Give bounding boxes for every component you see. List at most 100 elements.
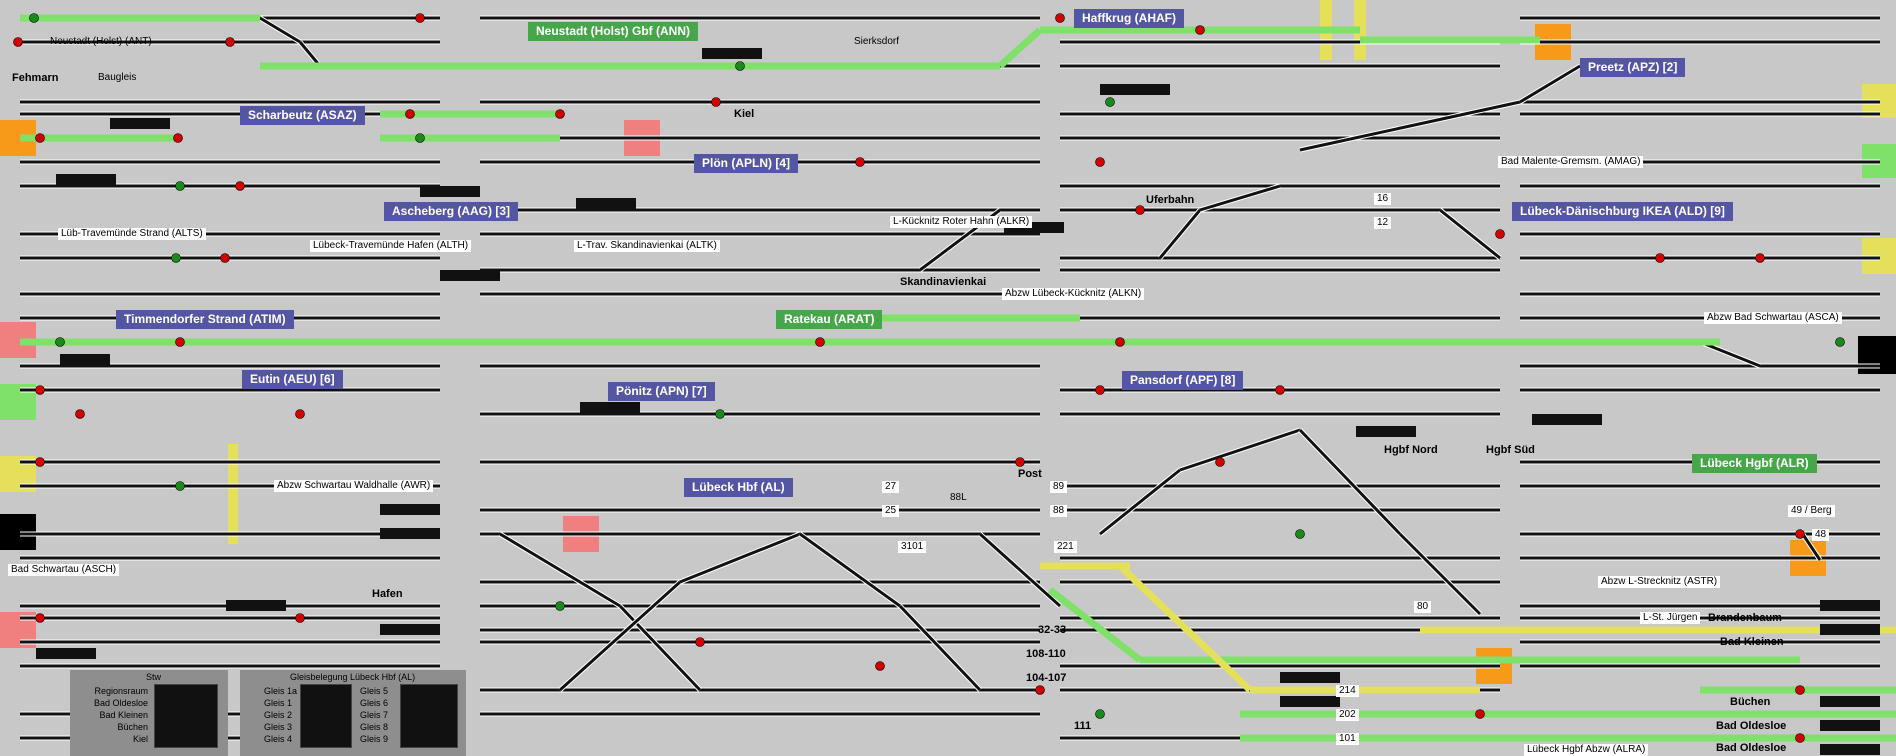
signal-light[interactable] xyxy=(1095,709,1105,719)
track-segment xyxy=(499,532,621,608)
track-segment xyxy=(898,604,982,692)
signal-light[interactable] xyxy=(55,337,65,347)
station-eutin: Eutin (AEU) [6] xyxy=(242,370,343,389)
signal-light[interactable] xyxy=(1055,13,1065,23)
train-number-display xyxy=(420,186,480,197)
signal-light[interactable] xyxy=(35,613,45,623)
signal-light[interactable] xyxy=(175,181,185,191)
stw-panel: Stw Regionsraum Bad Oldesloe Bad Kleinen… xyxy=(70,670,228,756)
label-neustadt-ant: Neustadt (Holst) (ANT) xyxy=(50,36,152,47)
label-track-111: 111 xyxy=(1074,720,1092,732)
signal-light[interactable] xyxy=(235,181,245,191)
signal-light[interactable] xyxy=(555,601,565,611)
signal-light[interactable] xyxy=(220,253,230,263)
signal-light[interactable] xyxy=(695,637,705,647)
gleisbelegung-panel: Gleisbelegung Lübeck Hbf (AL) Gleis 1a G… xyxy=(240,670,466,756)
signal-light[interactable] xyxy=(29,13,39,23)
signal-light[interactable] xyxy=(35,385,45,395)
gleis-row: Gleis 6 xyxy=(360,698,389,708)
station-preetz: Preetz (APZ) [2] xyxy=(1580,58,1686,77)
signal-light[interactable] xyxy=(1835,337,1845,347)
signal-light[interactable] xyxy=(855,157,865,167)
train-number-display xyxy=(380,624,440,635)
signal-light[interactable] xyxy=(35,133,45,143)
label-kiel: Kiel xyxy=(734,108,755,120)
track-number-49-berg: 49 / Berg xyxy=(1788,505,1835,517)
signal-light[interactable] xyxy=(715,409,725,419)
signal-light[interactable] xyxy=(1295,529,1305,539)
stw-panel-title: Stw xyxy=(146,672,162,682)
station-pansdorf: Pansdorf (APF) [8] xyxy=(1122,371,1244,390)
track-segment xyxy=(298,41,322,67)
label-post: Post xyxy=(1018,468,1042,480)
gleis-row: Gleis 4 xyxy=(264,734,293,744)
signal-light[interactable] xyxy=(1655,253,1665,263)
signal-light[interactable] xyxy=(1105,97,1115,107)
train-number-display xyxy=(1532,414,1602,425)
signal-light[interactable] xyxy=(1095,157,1105,167)
signal-light[interactable] xyxy=(1495,229,1505,239)
yellow-zone xyxy=(228,444,238,544)
signal-light[interactable] xyxy=(1795,529,1805,539)
train-number-display xyxy=(1820,720,1880,731)
signal-light[interactable] xyxy=(1095,385,1105,395)
signal-light[interactable] xyxy=(1135,205,1145,215)
train-number-display xyxy=(576,198,636,209)
label-bad-oldesloe: Bad Oldesloe xyxy=(1716,720,1787,732)
track-segment xyxy=(1099,468,1181,536)
signal-light[interactable] xyxy=(415,13,425,23)
gleis-display-left xyxy=(300,684,352,748)
stw-row: Kiel xyxy=(132,734,148,744)
label-uferbahn: Uferbahn xyxy=(1146,194,1195,206)
station-scharbeutz: Scharbeutz (ASAZ) xyxy=(240,106,365,125)
signal-light[interactable] xyxy=(1475,709,1485,719)
signal-light[interactable] xyxy=(1275,385,1285,395)
signal-light[interactable] xyxy=(1755,253,1765,263)
label-sierksdorf: Sierksdorf xyxy=(854,36,900,47)
signal-light[interactable] xyxy=(173,133,183,143)
label-abzw-kuecknitz: Abzw Lübeck-Kücknitz (ALKN) xyxy=(1002,288,1145,300)
signal-light[interactable] xyxy=(1195,25,1205,35)
signal-light[interactable] xyxy=(175,481,185,491)
track-number-3101: 3101 xyxy=(898,541,927,553)
label-travemuende-hafen: Lübeck-Travemünde Hafen (ALTH) xyxy=(310,240,472,252)
signal-light[interactable] xyxy=(1795,733,1805,743)
signal-light[interactable] xyxy=(735,61,745,71)
signal-light[interactable] xyxy=(171,253,181,263)
signal-light[interactable] xyxy=(295,613,305,623)
signal-light[interactable] xyxy=(1795,685,1805,695)
signal-light[interactable] xyxy=(1015,457,1025,467)
track-segment xyxy=(978,532,1062,608)
track-number-221: 221 xyxy=(1054,541,1077,553)
signal-light[interactable] xyxy=(815,337,825,347)
label-baugleis: Baugleis xyxy=(98,72,137,83)
track-segment xyxy=(1519,64,1581,104)
stw-row: Bad Kleinen xyxy=(99,710,148,720)
signal-light[interactable] xyxy=(35,457,45,467)
signal-light[interactable] xyxy=(555,109,565,119)
track-number-214: 214 xyxy=(1336,685,1359,697)
signal-light[interactable] xyxy=(405,109,415,119)
train-number-display xyxy=(56,174,116,185)
label-track-104-107: 104-107 xyxy=(1026,672,1067,684)
signal-light[interactable] xyxy=(711,97,721,107)
train-number-displays xyxy=(36,48,1880,755)
station-ratekau: Ratekau (ARAT) xyxy=(776,310,883,329)
signal-light[interactable] xyxy=(415,133,425,143)
signal-light[interactable] xyxy=(225,37,235,47)
track-number-48: 48 xyxy=(1812,529,1830,541)
train-number-display xyxy=(1820,744,1880,755)
signal-light[interactable] xyxy=(875,661,885,671)
signal-light[interactable] xyxy=(1035,685,1045,695)
label-bad-malente: Bad Malente-Gremsm. (AMAG) xyxy=(1498,156,1644,168)
track-segment xyxy=(1398,532,1482,616)
signal-light[interactable] xyxy=(175,337,185,347)
gleis-row: Gleis 2 xyxy=(264,710,293,720)
signal-light[interactable] xyxy=(1115,337,1125,347)
train-number-display xyxy=(36,648,96,659)
label-brandenbaum: Brandenbaum xyxy=(1708,612,1782,624)
signal-light[interactable] xyxy=(75,409,85,419)
signal-light[interactable] xyxy=(295,409,305,419)
signal-light[interactable] xyxy=(13,37,23,47)
signal-light[interactable] xyxy=(1215,457,1225,467)
